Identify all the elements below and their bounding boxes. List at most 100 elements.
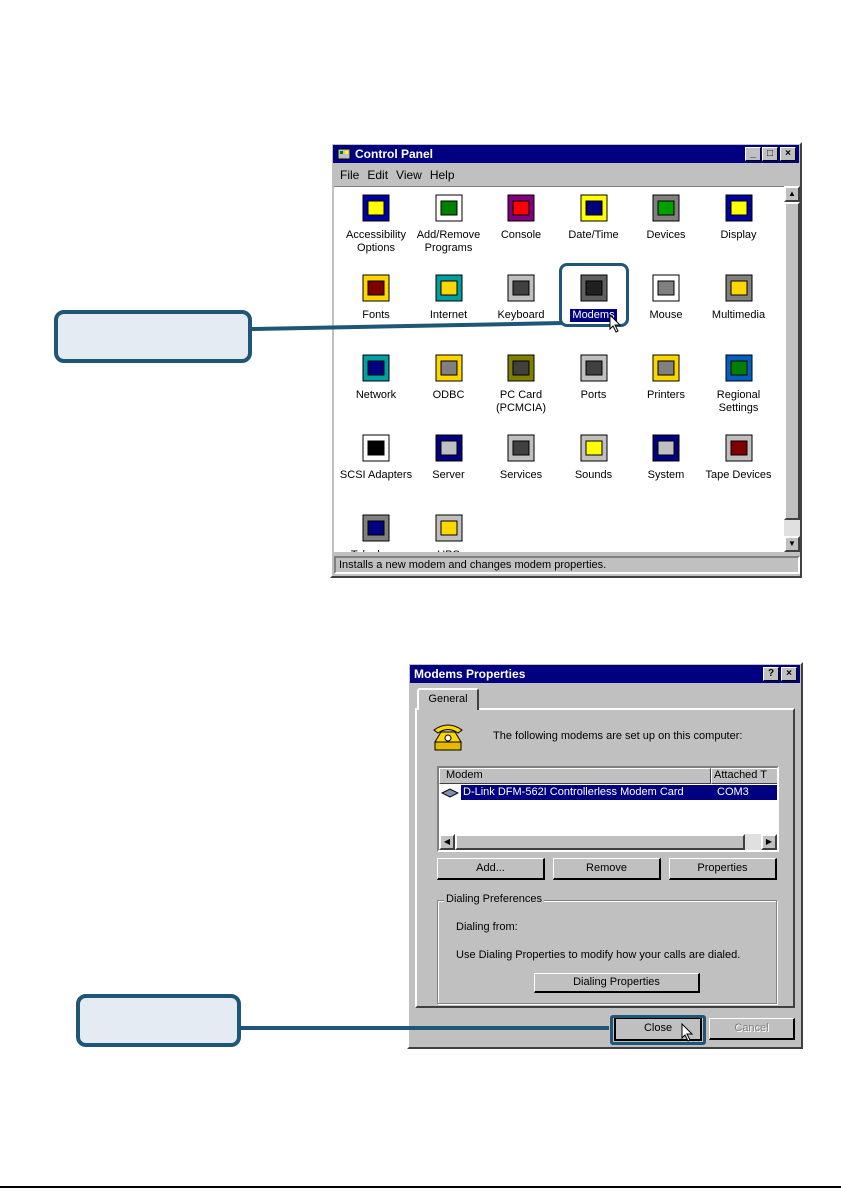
control-panel-title: Control Panel xyxy=(355,147,434,161)
cp-item-devices[interactable]: Devices xyxy=(629,191,703,242)
mouse-icon xyxy=(652,274,680,302)
cp-item-ups[interactable]: UPS xyxy=(412,511,486,552)
modem-card-icon xyxy=(441,787,459,798)
vertical-scrollbar[interactable]: ▲ ▼ xyxy=(784,186,800,552)
properties-button[interactable]: Properties xyxy=(669,858,777,880)
cp-item-console[interactable]: Console xyxy=(484,191,558,242)
cp-item-label: System xyxy=(647,469,685,481)
control-panel-app-icon xyxy=(337,148,351,160)
page-bottom-rule xyxy=(0,1186,841,1188)
cp-item-system[interactable]: System xyxy=(629,431,703,482)
control-panel-titlebar[interactable]: Control Panel _ □ × xyxy=(333,145,799,163)
cp-item-fonts[interactable]: Fonts xyxy=(339,271,413,322)
scroll-down-button[interactable]: ▼ xyxy=(784,536,800,552)
modems-dialog-title: Modems Properties xyxy=(414,667,526,681)
cp-item-label: ODBC xyxy=(432,389,465,401)
cp-item-pc-card[interactable]: PC Card(PCMCIA) xyxy=(484,351,558,415)
sounds-icon xyxy=(580,434,607,462)
modems-dialog-titlebar[interactable]: Modems Properties ? × xyxy=(410,665,800,683)
menu-help[interactable]: Help xyxy=(429,168,455,182)
cp-item-label-line2: Programs xyxy=(424,242,473,254)
cp-item-label: Date/Time xyxy=(568,229,619,241)
cp-item-label: Modems xyxy=(570,309,617,322)
dialing-from-label: Dialing from: xyxy=(456,921,518,933)
tab-general[interactable]: General xyxy=(417,688,479,710)
telephone-icon xyxy=(433,724,463,751)
scroll-right-button[interactable]: ▶ xyxy=(761,834,777,850)
keyboard-icon xyxy=(507,274,535,302)
accessibility-icon xyxy=(362,194,390,222)
maximize-button[interactable]: □ xyxy=(762,147,778,161)
cp-item-label: Internet xyxy=(429,309,468,321)
cp-item-date-time[interactable]: Date/Time xyxy=(557,191,631,242)
modem-port-cell: COM3 xyxy=(717,786,749,798)
cp-item-label-line2: Options xyxy=(357,242,395,254)
fonts-icon xyxy=(362,274,390,302)
cp-item-scsi-adapters[interactable]: SCSI Adapters xyxy=(339,431,413,482)
menu-bar: File Edit View Help xyxy=(340,168,455,182)
cp-item-mouse[interactable]: Mouse xyxy=(629,271,703,322)
cp-item-label: Multimedia xyxy=(711,309,766,321)
cp-item-printers[interactable]: Printers xyxy=(629,351,703,402)
scroll-thumb[interactable] xyxy=(784,202,800,520)
status-bar: Installs a new modem and changes modem p… xyxy=(334,556,800,574)
scroll-left-button[interactable]: ◀ xyxy=(439,834,455,850)
ups-icon xyxy=(435,514,462,542)
modem-list[interactable]: Modem Attached T D-Link DFM-562I Control… xyxy=(437,766,779,852)
column-header-attached[interactable]: Attached T xyxy=(711,768,777,784)
remove-button[interactable]: Remove xyxy=(553,858,661,880)
menu-edit[interactable]: Edit xyxy=(367,168,389,182)
modems-highlight xyxy=(558,263,629,327)
minimize-button[interactable]: _ xyxy=(745,147,761,161)
scroll-up-button[interactable]: ▲ xyxy=(784,186,800,202)
intro-text: The following modems are set up on this … xyxy=(493,730,743,742)
list-horizontal-scrollbar[interactable]: ◀ ▶ xyxy=(439,834,777,850)
cp-item-label: Accessibility xyxy=(346,229,406,241)
scsi-adapters-icon xyxy=(362,434,390,462)
cp-item-odbc[interactable]: ODBC xyxy=(412,351,486,402)
cp-item-network[interactable]: Network xyxy=(339,351,413,402)
close-button[interactable]: Close xyxy=(614,1017,702,1041)
dialing-preferences-group: Dialing Preferences Dialing from: Use Di… xyxy=(437,893,777,1004)
cp-item-label: Server xyxy=(432,469,465,481)
cp-item-label-line2: Settings xyxy=(718,402,759,414)
close-window-button[interactable]: × xyxy=(780,147,796,161)
dialing-note: Use Dialing Properties to modify how you… xyxy=(456,949,741,961)
h-scroll-thumb[interactable] xyxy=(455,834,745,850)
cp-item-telephony[interactable]: Telephony xyxy=(339,511,413,552)
ports-icon xyxy=(580,354,607,382)
cancel-button[interactable]: Cancel xyxy=(709,1018,795,1040)
cp-item-modems[interactable]: Modems xyxy=(557,263,631,327)
dialog-close-x-button[interactable]: × xyxy=(781,667,797,681)
column-header-modem[interactable]: Modem xyxy=(439,768,711,784)
cp-item-display[interactable]: Display xyxy=(702,191,776,242)
cp-item-internet[interactable]: Internet xyxy=(412,271,486,322)
modems-properties-dialog: Modems Properties ? × General The follow… xyxy=(407,662,803,1049)
dialing-properties-button[interactable]: Dialing Properties xyxy=(534,973,700,993)
cp-item-label: Add/Remove xyxy=(416,229,481,241)
cp-item-keyboard[interactable]: Keyboard xyxy=(484,271,558,322)
modems-icon xyxy=(580,274,607,302)
control-panel-window: Control Panel _ □ × File Edit View Help … xyxy=(330,142,802,578)
cp-item-ports[interactable]: Ports xyxy=(557,351,631,402)
cp-item-sounds[interactable]: Sounds xyxy=(557,431,631,482)
tab-page: The following modems are set up on this … xyxy=(415,708,795,1008)
cp-item-tape-devices[interactable]: Tape Devices xyxy=(702,431,776,482)
cp-item-server[interactable]: Server xyxy=(412,431,486,482)
add-button[interactable]: Add... xyxy=(437,858,545,880)
services-icon xyxy=(507,434,535,462)
cp-item-services[interactable]: Services xyxy=(484,431,558,482)
cp-item-label-line2: (PCMCIA) xyxy=(495,402,547,414)
internet-icon xyxy=(435,274,462,302)
add-remove-programs-icon xyxy=(435,194,462,222)
help-button[interactable]: ? xyxy=(763,667,779,681)
menu-view[interactable]: View xyxy=(396,168,422,182)
table-row[interactable]: D-Link DFM-562I Controllerless Modem Car… xyxy=(441,785,777,800)
close-callout-box xyxy=(76,994,241,1047)
menu-file[interactable]: File xyxy=(340,168,360,182)
cp-item-multimedia[interactable]: Multimedia xyxy=(702,271,776,322)
odbc-icon xyxy=(435,354,462,382)
